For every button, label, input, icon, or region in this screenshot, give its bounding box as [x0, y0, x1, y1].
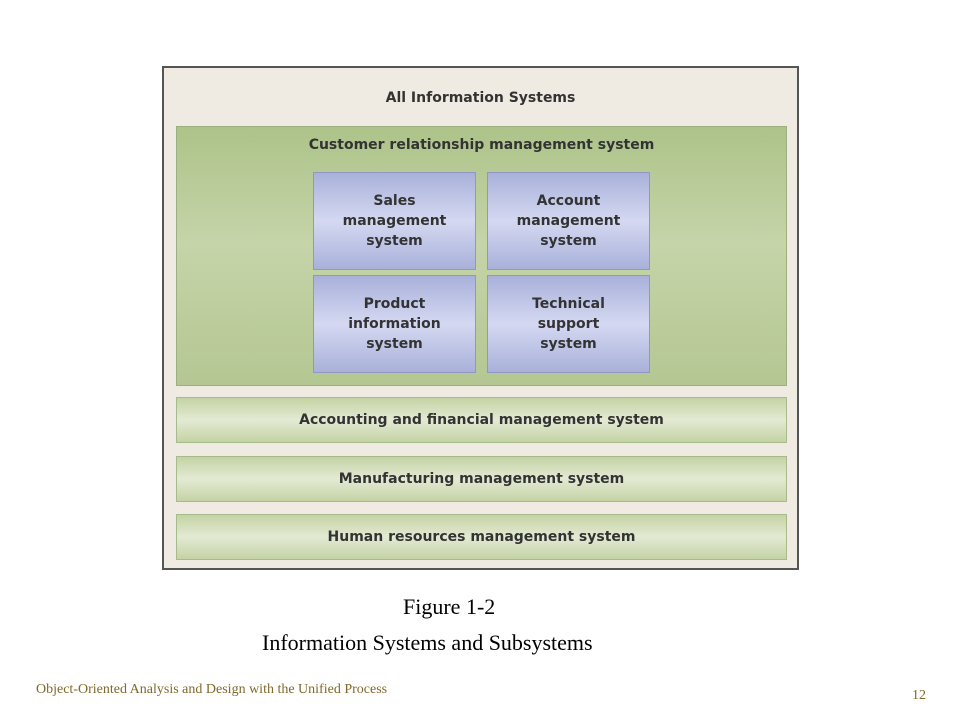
footer-page-number: 12: [912, 688, 926, 703]
accounting-system-band: Accounting and financial management syst…: [176, 397, 787, 443]
all-information-systems-frame: All Information Systems Customer relatio…: [162, 66, 799, 570]
human-resources-system-band: Human resources management system: [176, 514, 787, 560]
crm-system-band: Customer relationship management system …: [176, 126, 787, 386]
technical-support-system-box: Technical support system: [487, 275, 650, 373]
account-management-system-box: Account management system: [487, 172, 650, 270]
sales-management-system-box: Sales management system: [313, 172, 476, 270]
figure-caption: Information Systems and Subsystems: [262, 630, 593, 655]
product-information-system-box: Product information system: [313, 275, 476, 373]
manufacturing-system-band: Manufacturing management system: [176, 456, 787, 502]
diagram-title: All Information Systems: [385, 90, 576, 106]
figure-number: Figure 1-2: [403, 594, 496, 619]
crm-system-title: Customer relationship management system: [308, 137, 655, 153]
footer-book-title: Object-Oriented Analysis and Design with…: [36, 682, 388, 697]
